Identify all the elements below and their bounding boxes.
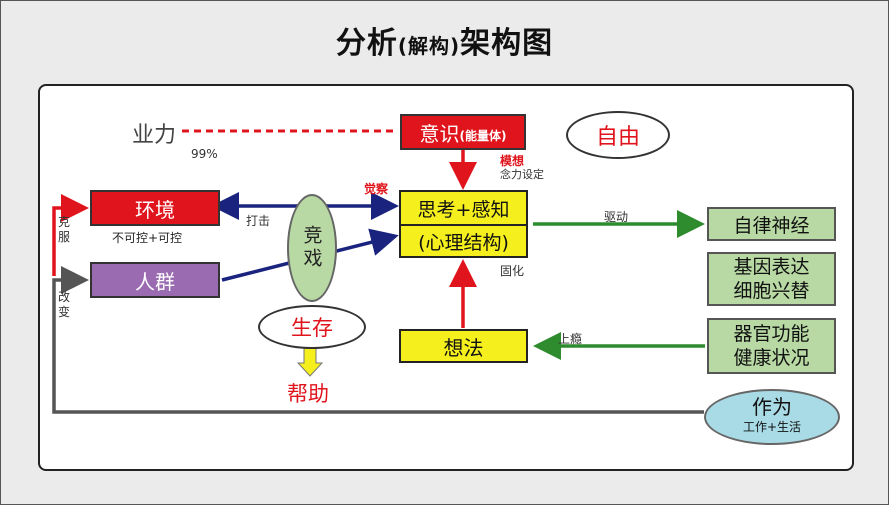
dazhi-label: 打击 (246, 214, 271, 228)
kefu-line2: 服 (58, 230, 71, 244)
huanjing-label: 环境 (135, 197, 175, 222)
jingxi-label: 竞戏 (300, 225, 323, 271)
arrow-shengcun-down (296, 347, 324, 377)
arrow-kefu (52, 194, 89, 276)
yishi-main: 意识 (419, 121, 460, 146)
kefu-label: 克 服 (58, 215, 70, 245)
node-huanjing: 环境 (90, 190, 220, 226)
yili-label: 业力 (132, 123, 177, 148)
sikao-line1: 思考+感知 (417, 198, 510, 221)
title-sub: (解构) (397, 34, 461, 58)
shangyin-label: 上瘾 (558, 332, 583, 346)
jiyin-line2: 细胞兴替 (733, 280, 810, 302)
gaibian-label: 改 变 (58, 290, 70, 320)
jiyin-line1: 基因表达 (733, 256, 810, 278)
node-xiangfa: 想法 (399, 329, 528, 363)
yishi-sub: (能量体) (459, 128, 507, 143)
qudong-label: 驱动 (604, 210, 629, 224)
node-zuowei: 作为 工作+生活 (704, 389, 840, 445)
gaibian-line2: 变 (58, 305, 71, 319)
node-renqun: 人群 (90, 262, 220, 298)
shengcun-label: 生存 (291, 316, 333, 340)
node-sikao: 思考+感知 (399, 190, 528, 226)
xiangfa-label: 想法 (443, 335, 484, 360)
arrow-gaibian (52, 266, 704, 414)
zilv-label: 自律神经 (733, 214, 810, 237)
kefu-line1: 克 (58, 215, 71, 229)
moxiang-label: 模想 (500, 154, 525, 168)
zuowei-sub: 工作+生活 (742, 420, 802, 434)
guhua-label: 固化 (500, 264, 525, 278)
yili-percent: 99% (191, 147, 218, 161)
node-qiguan: 器官功能 健康状况 (707, 318, 836, 374)
moxiang-sub: 念力设定 (500, 168, 544, 181)
ziyou-label: 自由 (595, 125, 640, 150)
title-main-b: 架构图 (460, 26, 554, 61)
node-zilv: 自律神经 (707, 207, 836, 241)
node-xinli: (心理结构) (399, 224, 528, 258)
renqun-label: 人群 (135, 269, 175, 294)
qiguan-line1: 器官功能 (733, 323, 810, 345)
qiguan-line2: 健康状况 (733, 347, 810, 369)
node-yishi: 意识(能量体) (400, 114, 526, 150)
node-jingxi: 竞戏 (287, 194, 337, 302)
bangzhu-label: 帮助 (287, 382, 329, 406)
node-shengcun: 生存 (258, 305, 366, 349)
huanjing-sub: 不可控+可控 (112, 231, 183, 245)
title-main-a: 分析 (335, 26, 398, 61)
sikao-line2: (心理结构) (418, 231, 509, 254)
node-ziyou: 自由 (566, 111, 670, 159)
juecha-label: 觉察 (364, 182, 389, 196)
node-jiyin: 基因表达 细胞兴替 (707, 252, 836, 306)
page-title: 分析(解构)架构图 (0, 18, 889, 62)
zuowei-main: 作为 (752, 395, 792, 419)
gaibian-line1: 改 (58, 290, 71, 304)
